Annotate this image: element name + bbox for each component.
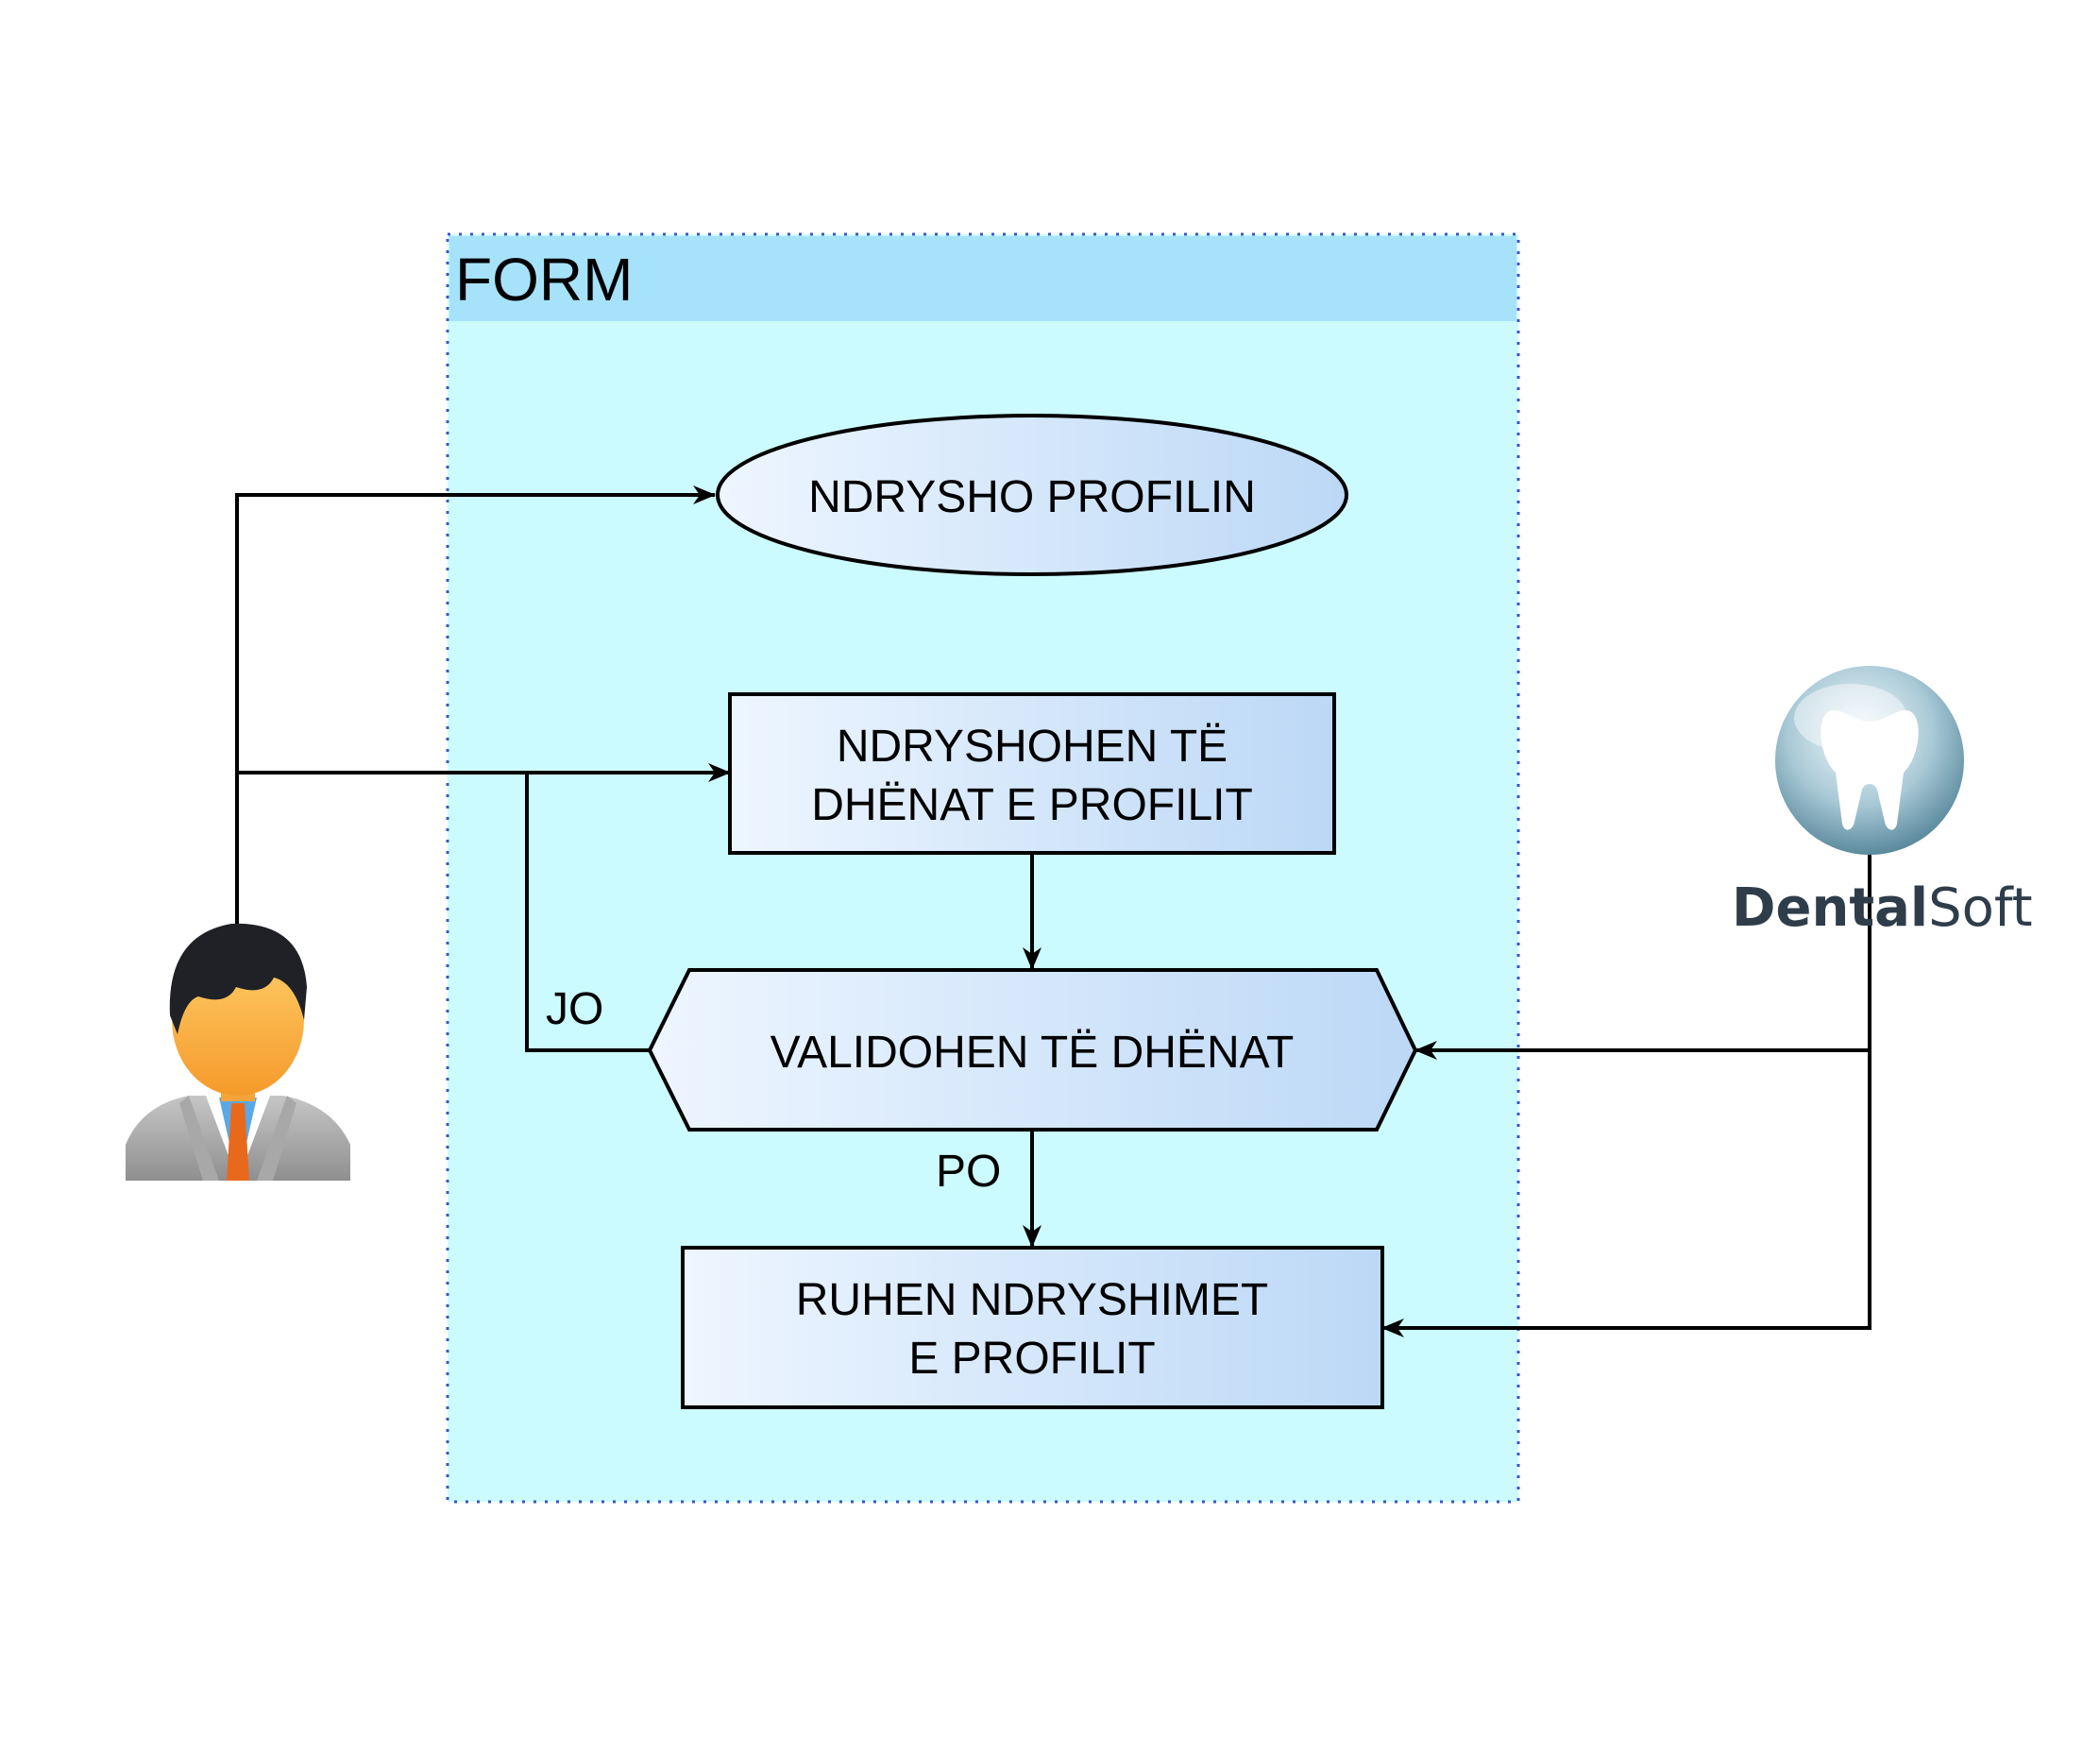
- container-header: [449, 236, 1516, 321]
- brand-bold-text: Dental: [1732, 877, 1928, 939]
- edge-user-to-start: [235, 485, 716, 924]
- edges: JO PO: [235, 485, 1871, 1337]
- save-label-line1: RUHEN NDRYSHIMET: [796, 1275, 1268, 1325]
- node-edit: NDRYSHOHEN TË DHËNAT E PROFILIT: [728, 692, 1336, 855]
- edge-validate-to-edit-no: [525, 773, 650, 1052]
- edge-label-yes: PO: [936, 1147, 1001, 1197]
- start-label: NDRYSHO PROFILIN: [808, 472, 1256, 522]
- edit-label-line1: NDRYSHOHEN TË: [837, 722, 1228, 772]
- validate-label: VALIDOHEN TË DHËNAT: [771, 1028, 1295, 1078]
- edit-box: [728, 692, 1336, 855]
- node-start: NDRYSHO PROFILIN: [716, 414, 1348, 576]
- user-icon: [126, 923, 350, 1181]
- svg-text:DentalSoft: DentalSoft: [1732, 877, 2033, 939]
- tooth-logo-icon: [1775, 666, 1964, 855]
- validate-hexagon: [647, 968, 1418, 1132]
- save-box: [681, 1246, 1384, 1409]
- save-label-line2: E PROFILIT: [908, 1334, 1155, 1384]
- edge-label-no: JO: [546, 984, 603, 1034]
- start-ellipse: [716, 414, 1348, 576]
- edit-label-line2: DHËNAT E PROFILIT: [811, 780, 1253, 830]
- brand-light-text: Soft: [1928, 877, 2033, 939]
- dentalsoft-brand: DentalSoft: [1732, 877, 2033, 939]
- edge-system-to-save: [1381, 1050, 1871, 1337]
- node-validate: VALIDOHEN TË DHËNAT: [647, 968, 1418, 1132]
- node-save: RUHEN NDRYSHIMET E PROFILIT: [681, 1246, 1384, 1409]
- container-title: FORM: [455, 246, 633, 314]
